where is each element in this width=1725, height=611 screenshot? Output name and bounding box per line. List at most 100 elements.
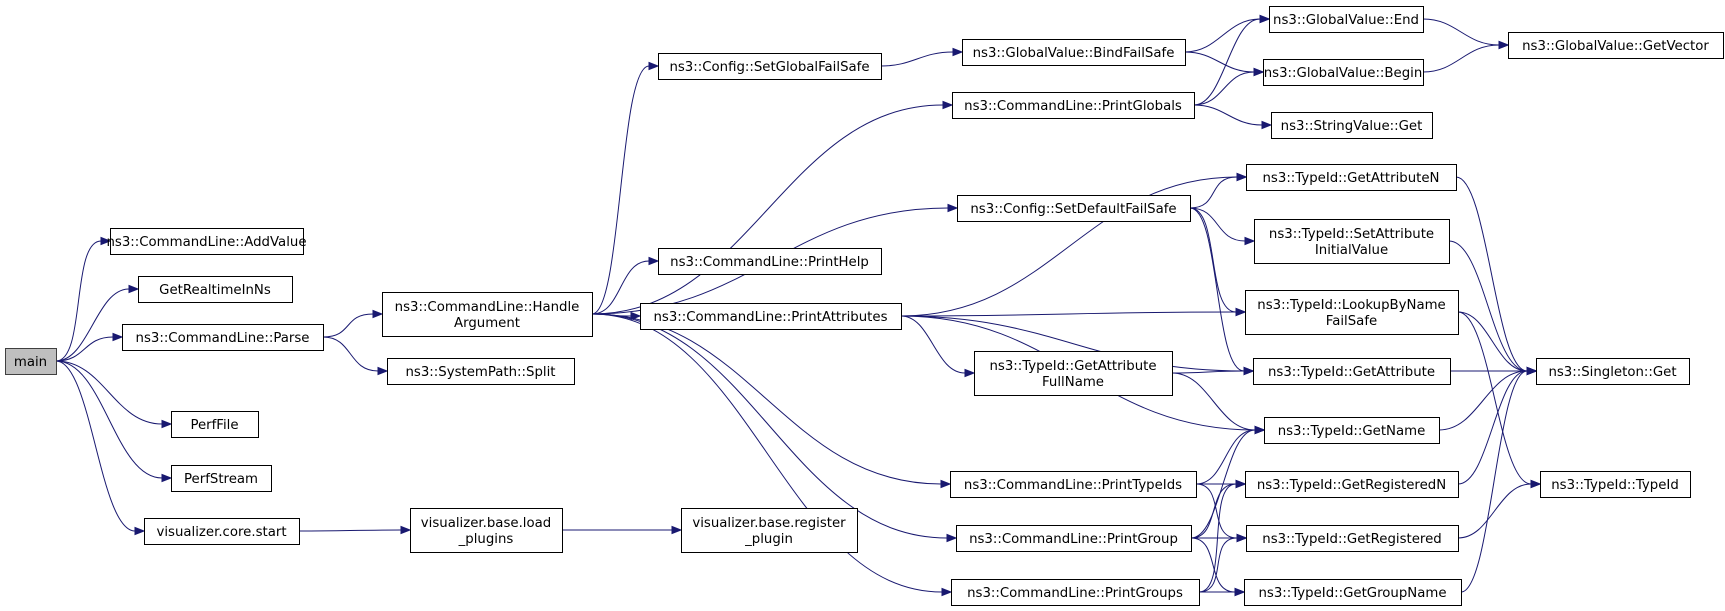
node-setdefaultfs[interactable]: ns3::Config::SetDefaultFailSafe xyxy=(957,195,1191,222)
node-label: ns3::TypeId::GetGroupName xyxy=(1258,586,1446,601)
node-box[interactable] xyxy=(681,508,858,553)
node-regplugin[interactable]: visualizer.base.register_plugin xyxy=(681,508,858,553)
node-box[interactable] xyxy=(1263,59,1424,86)
node-label: ns3::CommandLine::PrintAttributes xyxy=(653,310,887,325)
node-box[interactable] xyxy=(640,303,902,330)
node-box[interactable] xyxy=(1244,579,1462,606)
edge-line xyxy=(1171,372,1256,431)
node-box[interactable] xyxy=(1246,164,1457,191)
node-printhelp[interactable]: ns3::CommandLine::PrintHelp xyxy=(658,248,882,275)
node-singleton[interactable]: ns3::Singleton::Get xyxy=(1536,358,1690,385)
node-box[interactable] xyxy=(974,351,1173,396)
node-box[interactable] xyxy=(382,292,593,337)
node-stringget[interactable]: ns3::StringValue::Get xyxy=(1271,112,1433,139)
node-main[interactable]: main xyxy=(5,348,57,375)
edge-main-to-parse xyxy=(55,332,124,362)
edge-printglobals-to-gvbegin xyxy=(1193,67,1265,106)
node-box[interactable] xyxy=(962,39,1186,66)
node-perfstream[interactable]: PerfStream xyxy=(171,465,272,492)
node-box[interactable] xyxy=(658,53,882,80)
node-label: FailSafe xyxy=(1326,314,1377,329)
node-box[interactable] xyxy=(952,92,1195,119)
node-printgroup[interactable]: ns3::CommandLine::PrintGroup xyxy=(956,525,1192,552)
edge-setdefaultfs-to-getattr xyxy=(1189,207,1255,376)
node-getreg[interactable]: ns3::TypeId::GetRegistered xyxy=(1246,525,1459,552)
node-label: ns3::CommandLine::PrintHelp xyxy=(670,255,869,270)
node-perffile[interactable]: PerfFile xyxy=(171,411,259,438)
node-box[interactable] xyxy=(1254,219,1450,264)
node-box[interactable] xyxy=(1508,32,1724,59)
node-getregn[interactable]: ns3::TypeId::GetRegisteredN xyxy=(1245,471,1459,498)
node-box[interactable] xyxy=(1536,358,1690,385)
node-getattrn[interactable]: ns3::TypeId::GetAttributeN xyxy=(1246,164,1457,191)
node-getattr[interactable]: ns3::TypeId::GetAttribute xyxy=(1253,358,1451,385)
node-box[interactable] xyxy=(122,324,324,351)
node-vizstart[interactable]: visualizer.core.start xyxy=(144,518,300,545)
node-loadplugins[interactable]: visualizer.base.load_plugins xyxy=(410,508,563,553)
arrowhead-icon xyxy=(1530,479,1542,489)
edge-getname-to-singleton xyxy=(1438,366,1538,431)
node-getrealtime[interactable]: GetRealtimeInNs xyxy=(138,276,293,303)
node-box[interactable] xyxy=(171,465,272,492)
node-box[interactable] xyxy=(1264,417,1440,444)
edge-printgroups-to-getgroupname xyxy=(1199,587,1246,597)
node-label: ns3::TypeId::GetRegistered xyxy=(1262,532,1441,547)
node-setglobalfs[interactable]: ns3::Config::SetGlobalFailSafe xyxy=(658,53,882,80)
node-box[interactable] xyxy=(110,228,304,255)
edge-line xyxy=(1438,370,1528,431)
node-split[interactable]: ns3::SystemPath::Split xyxy=(387,358,575,385)
edge-line xyxy=(591,104,944,315)
edge-line xyxy=(900,311,1237,317)
node-box[interactable] xyxy=(5,348,57,375)
node-box[interactable] xyxy=(1245,290,1459,335)
node-box[interactable] xyxy=(1269,6,1424,33)
node-printtypeids[interactable]: ns3::CommandLine::PrintTypeIds xyxy=(950,471,1197,498)
edge-handlearg-to-printhelp xyxy=(591,256,660,315)
node-label: ns3::TypeId::LookupByName xyxy=(1257,298,1445,313)
node-box[interactable] xyxy=(956,525,1192,552)
edge-printgroup-to-getname xyxy=(1190,425,1266,539)
node-box[interactable] xyxy=(1540,471,1691,498)
edge-main-to-vizstart xyxy=(55,360,146,536)
edge-line xyxy=(55,240,102,362)
node-box[interactable] xyxy=(144,518,300,545)
node-bindfs[interactable]: ns3::GlobalValue::BindFailSafe xyxy=(962,39,1186,66)
node-box[interactable] xyxy=(171,411,259,438)
node-label: PerfStream xyxy=(184,472,258,487)
node-printgroups[interactable]: ns3::CommandLine::PrintGroups xyxy=(951,579,1200,606)
edge-handlearg-to-printgroup xyxy=(591,313,958,543)
edge-line xyxy=(591,313,942,485)
node-gvend[interactable]: ns3::GlobalValue::End xyxy=(1269,6,1424,33)
node-box[interactable] xyxy=(138,276,293,303)
node-addvalue[interactable]: ns3::CommandLine::AddValue xyxy=(106,228,307,255)
arrowhead-icon xyxy=(400,525,412,535)
node-box[interactable] xyxy=(950,471,1197,498)
edge-line xyxy=(1190,537,1236,593)
node-box[interactable] xyxy=(1271,112,1433,139)
edge-printattrs-to-getattrfull xyxy=(900,315,976,378)
node-getname[interactable]: ns3::TypeId::GetName xyxy=(1264,417,1440,444)
node-box[interactable] xyxy=(658,248,882,275)
node-box[interactable] xyxy=(951,579,1200,606)
node-box[interactable] xyxy=(1245,471,1459,498)
arrowhead-icon xyxy=(952,47,964,57)
node-printattrs[interactable]: ns3::CommandLine::PrintAttributes xyxy=(640,303,902,330)
node-box[interactable] xyxy=(387,358,575,385)
node-box[interactable] xyxy=(410,508,563,553)
node-box[interactable] xyxy=(1246,525,1459,552)
node-label: ns3::CommandLine::PrintTypeIds xyxy=(964,478,1182,493)
node-box[interactable] xyxy=(957,195,1191,222)
node-box[interactable] xyxy=(1253,358,1451,385)
node-getgroupname[interactable]: ns3::TypeId::GetGroupName xyxy=(1244,579,1462,606)
node-gvgetvector[interactable]: ns3::GlobalValue::GetVector xyxy=(1508,32,1724,59)
node-gvbegin[interactable]: ns3::GlobalValue::Begin xyxy=(1263,59,1424,86)
node-typeidctor[interactable]: ns3::TypeId::TypeId xyxy=(1540,471,1691,498)
edge-line xyxy=(1457,370,1528,485)
node-printglobals[interactable]: ns3::CommandLine::PrintGlobals xyxy=(952,92,1195,119)
node-parse[interactable]: ns3::CommandLine::Parse xyxy=(122,324,324,351)
edge-line xyxy=(1422,18,1500,46)
